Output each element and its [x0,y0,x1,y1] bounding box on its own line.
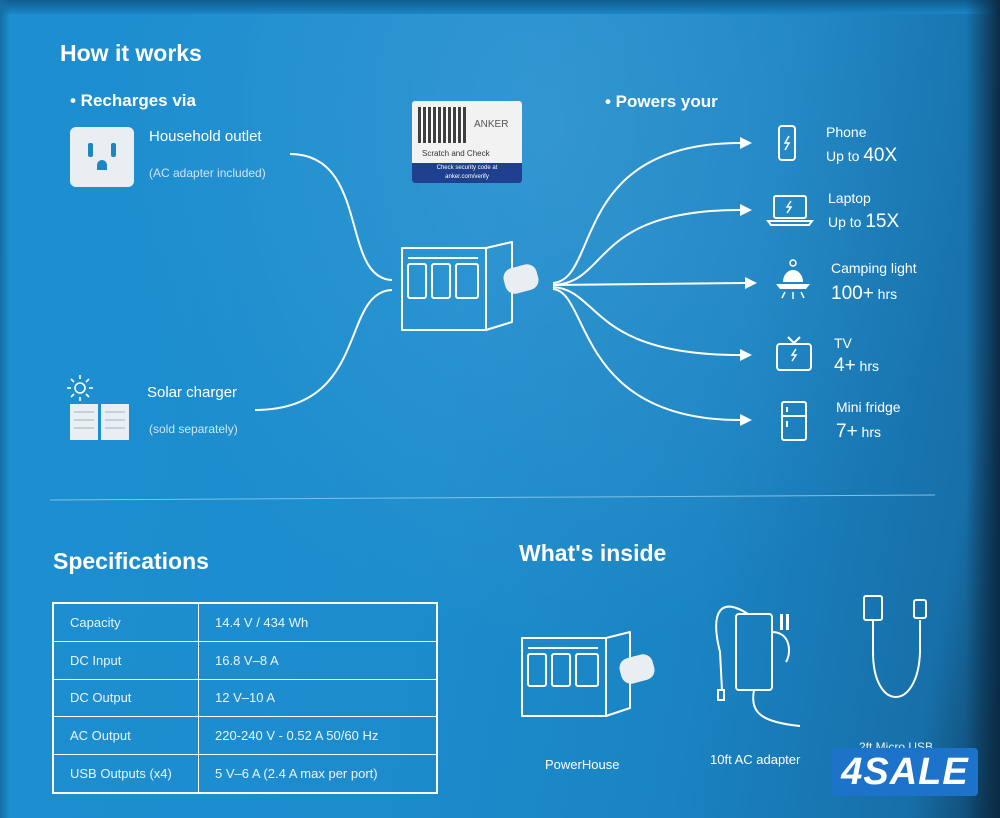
specifications-title: Specifications [53,548,209,574]
usb-cable-icon [863,595,927,698]
box-top-edge [0,0,1000,14]
fridge-icon [781,401,807,441]
line-to-camping-light [552,282,746,286]
solar-panel-icon [67,375,129,440]
output-fridge-title: Mini fridge [836,399,901,415]
how-it-works-title: How it works [60,40,202,66]
phone-icon [778,125,796,161]
sticker-scratch: Scratch and Check [422,149,490,158]
output-camping-light-title: Camping light [831,260,917,276]
qr-code [418,107,466,143]
line-to-fridge [552,288,741,421]
powers-your-label: • Powers your [605,92,718,111]
ac-adapter-icon [715,605,801,727]
output-fridge-value: 7+ hrs [836,421,882,442]
input-outlet-note: (AC adapter included) [149,166,266,180]
arrow-camping-light [745,277,757,289]
arrow-laptop [740,204,752,216]
line-to-laptop [552,209,741,286]
inside-powerhouse-icon [521,631,655,717]
tv-icon [776,336,812,371]
output-phone-title: Phone [826,124,867,140]
whats-inside-title: What's inside [519,540,667,566]
output-camping-light-value: 100+ hrs [831,283,898,304]
line-to-tv [552,286,741,356]
output-laptop-title: Laptop [828,190,871,206]
table-row: USB Outputs (x4)5 V–6 A (2.4 A max per p… [52,754,438,794]
recharges-via-label: • Recharges via [70,91,196,110]
output-phone-value: Up to 40X [826,145,898,166]
inside-powerhouse-label: PowerHouse [545,757,620,772]
arrow-phone [740,137,752,149]
output-tv-value: 4+ hrs [834,355,880,376]
camping-light-icon [776,259,810,299]
watermark-4sale: 4SALE [832,748,978,796]
output-laptop-value: Up to 15X [828,211,900,232]
input-solar-note: (sold separately) [149,422,238,436]
inside-ac-adapter-label: 10ft AC adapter [710,752,801,767]
sticker-note: Check security code at anker.com/verify [412,163,522,183]
line-to-phone [552,142,741,284]
powerhouse-icon [401,241,539,331]
output-tv-title: TV [834,335,852,351]
security-sticker: ANKER Scratch and Check Check security c… [412,101,522,183]
arrow-tv [740,349,752,361]
laptop-icon [766,195,814,226]
input-solar-title: Solar charger [147,384,238,401]
outlet-icon [70,127,134,187]
box-right-edge [966,0,1000,818]
line-solar-to-powerhouse [254,289,393,411]
box-left-edge [0,0,10,818]
arrow-fridge [740,414,752,426]
section-divider [49,494,936,501]
sticker-brand: ANKER [474,119,509,130]
line-outlet-to-powerhouse [289,153,393,281]
input-outlet-title: Household outlet [149,128,262,145]
